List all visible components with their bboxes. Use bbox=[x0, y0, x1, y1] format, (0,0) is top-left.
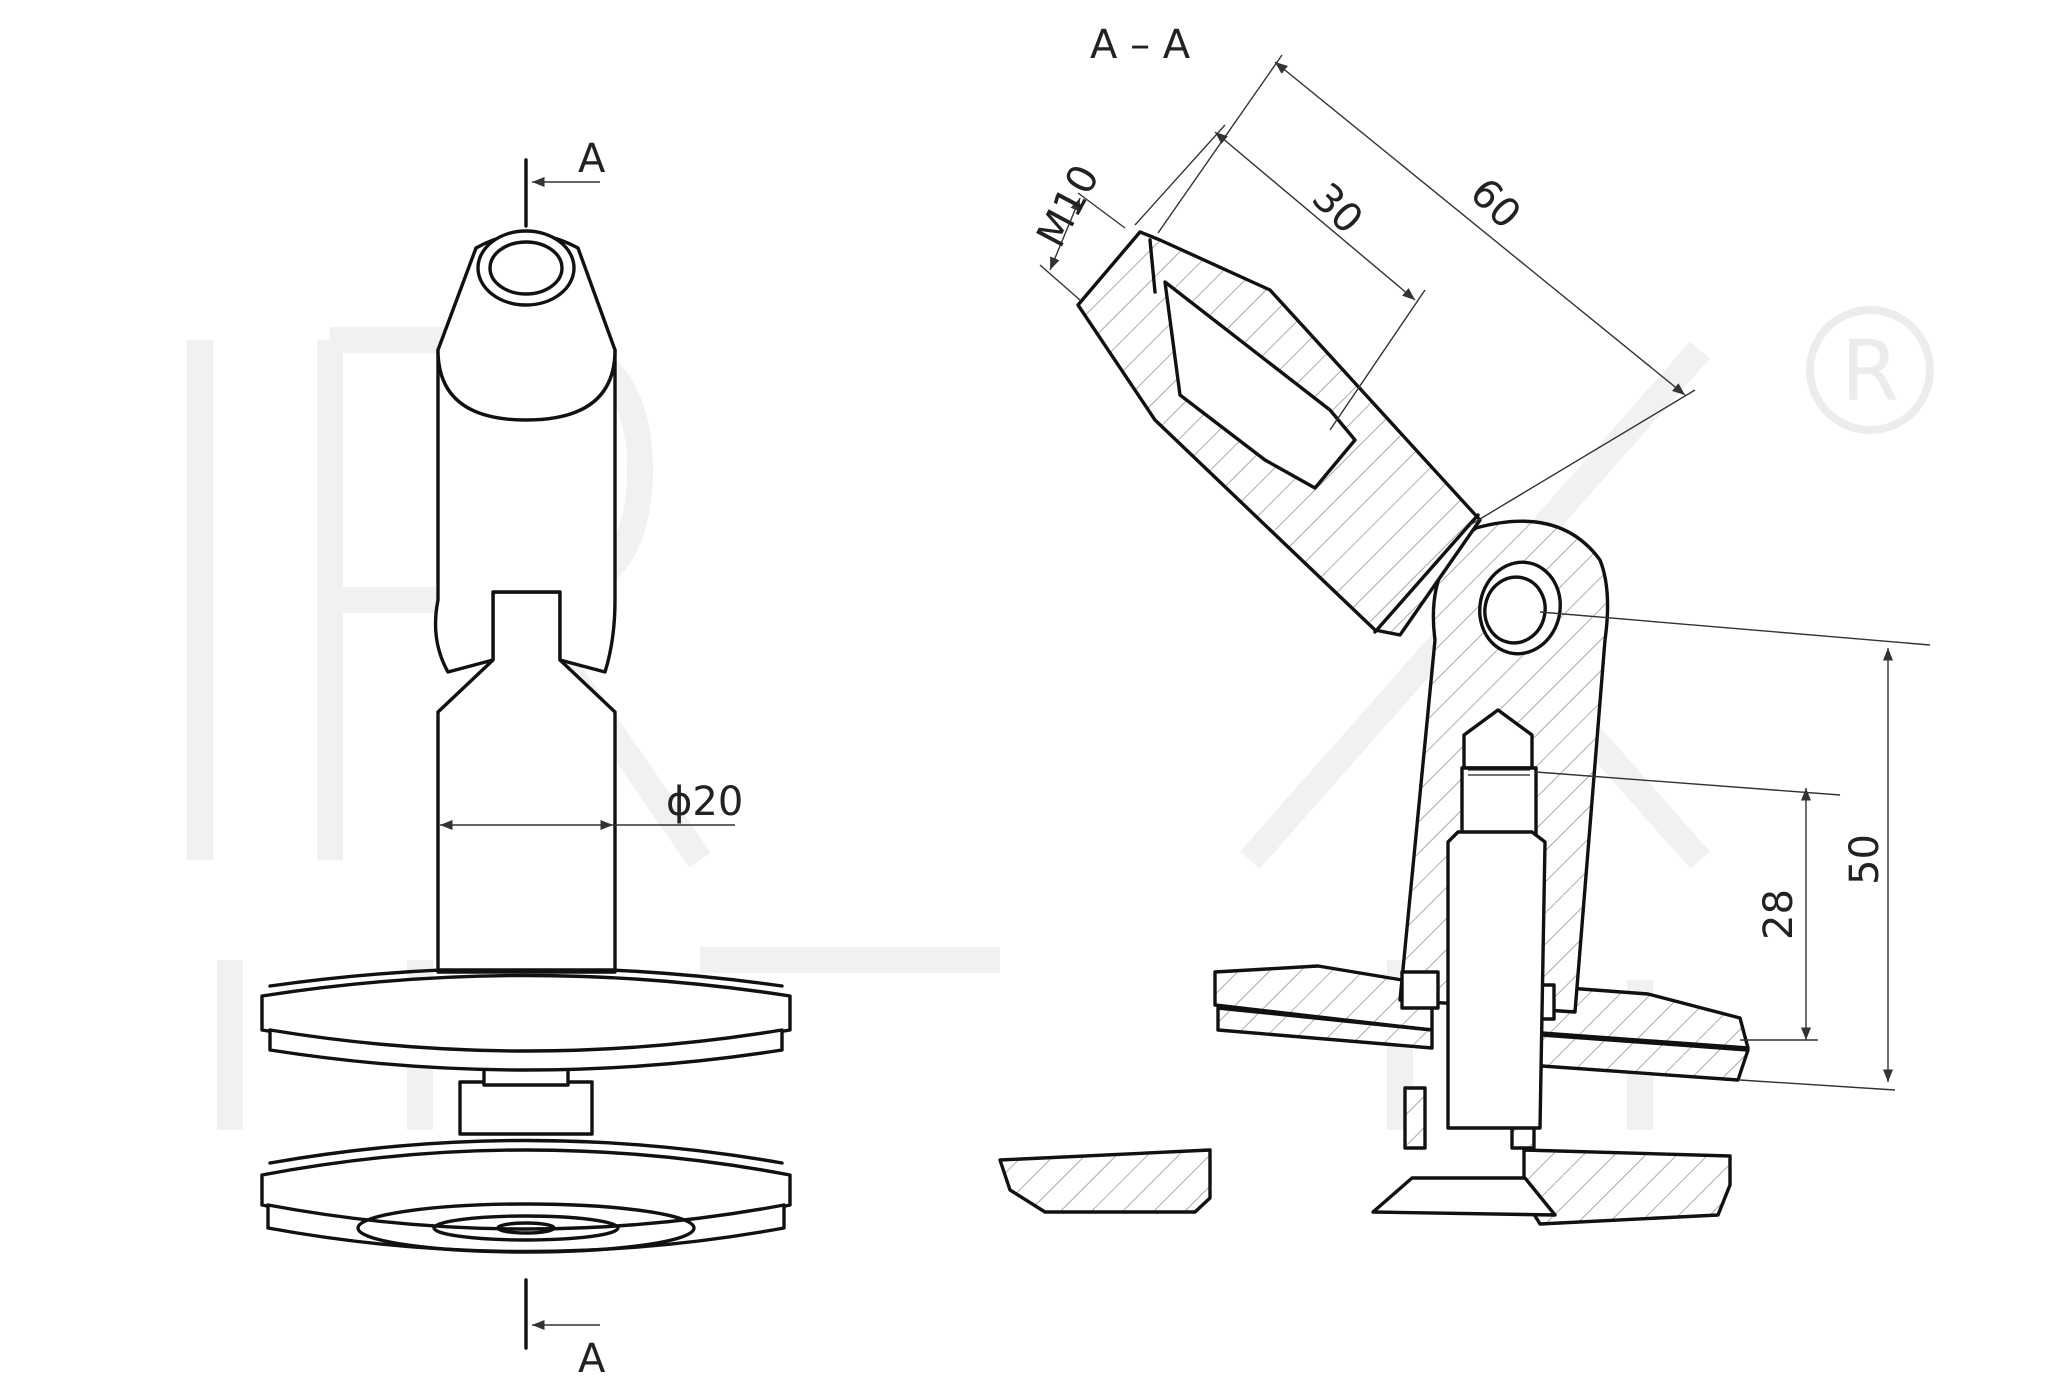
pivot-pin bbox=[1478, 560, 1562, 656]
section-marker-bottom-label: A bbox=[578, 1336, 606, 1382]
dim-30-label: 30 bbox=[1303, 175, 1372, 244]
registered-mark-circle bbox=[1806, 306, 1934, 434]
section-bolt bbox=[1446, 708, 1547, 1130]
dim-50: 50 bbox=[1539, 611, 1931, 1091]
registered-mark-letter: R bbox=[1841, 322, 1899, 420]
section-marker-top-label: A bbox=[578, 136, 606, 182]
dim-60-label: 60 bbox=[1461, 170, 1530, 239]
knuckle-body bbox=[433, 229, 617, 674]
section-upper-disc bbox=[1213, 964, 1750, 1082]
section-marker-bottom: A bbox=[524, 1278, 606, 1382]
shaft bbox=[436, 590, 617, 974]
diameter-dimension: ϕ20 bbox=[440, 779, 743, 831]
upper-disc bbox=[260, 966, 792, 1072]
front-view: A bbox=[260, 136, 792, 1382]
lower-disc bbox=[260, 1138, 792, 1254]
section-title: A – A bbox=[1090, 22, 1191, 68]
diameter-label: ϕ20 bbox=[666, 779, 743, 825]
dim-28-label: 28 bbox=[1756, 889, 1802, 940]
dim-28: 28 bbox=[1535, 771, 1841, 1041]
section-bottom-disc bbox=[998, 1148, 1732, 1226]
dim-50-label: 50 bbox=[1842, 834, 1888, 885]
section-view: A – A bbox=[998, 22, 1931, 1226]
section-angled-arm bbox=[1076, 230, 1482, 637]
section-marker-top: A bbox=[524, 136, 606, 228]
